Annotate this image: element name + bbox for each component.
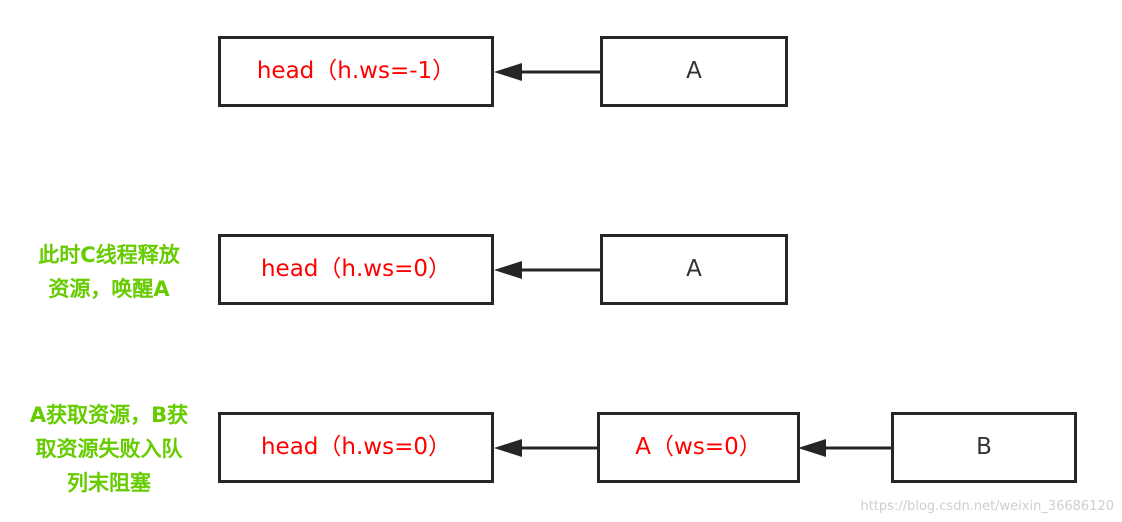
row2-note: 此时C线程释放 资源，唤醒A <box>14 238 204 306</box>
row2-note-line-2: 资源，唤醒A <box>48 277 170 301</box>
row3-b-node: B <box>891 412 1077 483</box>
row3-arrow-b-to-a <box>798 439 892 457</box>
row2-a-label: A <box>686 256 702 282</box>
row2-a-node: A <box>600 234 788 305</box>
row1-head-label: head（h.ws=-1） <box>256 58 456 84</box>
row1-a-label: A <box>686 58 702 84</box>
row3-note-line-2: 取资源失败入队 <box>35 437 183 461</box>
row2-head-node: head（h.ws=0） <box>218 234 494 305</box>
row3-head-node: head（h.ws=0） <box>218 412 494 483</box>
row3-note: A获取资源，B获 取资源失败入队 列末阻塞 <box>6 398 212 500</box>
watermark-text: https://blog.csdn.net/weixin_36686120 <box>860 499 1114 514</box>
row3-b-label: B <box>976 434 992 460</box>
row3-arrow-a-to-head <box>494 439 598 457</box>
row2-note-line-1: 此时C线程释放 <box>38 243 180 267</box>
row1-arrow-a-to-head <box>494 63 602 81</box>
row2-arrow-a-to-head <box>494 261 602 279</box>
row3-a-label: A（ws=0） <box>635 434 762 460</box>
row3-note-line-3: 列末阻塞 <box>67 471 151 495</box>
row1-head-node: head（h.ws=-1） <box>218 36 494 107</box>
row3-head-label: head（h.ws=0） <box>260 434 451 460</box>
row3-note-line-1: A获取资源，B获 <box>29 403 189 427</box>
row1-a-node: A <box>600 36 788 107</box>
row2-head-label: head（h.ws=0） <box>260 256 451 282</box>
row3-a-node: A（ws=0） <box>597 412 800 483</box>
